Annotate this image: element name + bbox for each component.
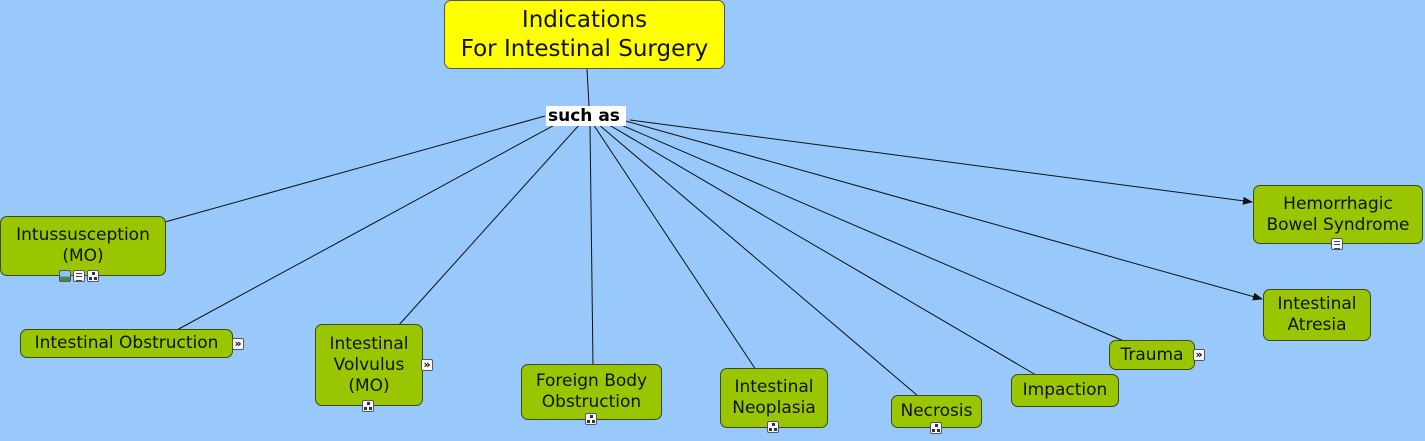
intussusception-resources (59, 270, 99, 282)
concept-intestinal-neoplasia[interactable]: Intestinal Neoplasia (720, 368, 828, 428)
necrosis-resources (930, 422, 942, 434)
expand-icon[interactable]: » (421, 359, 433, 371)
link-to-foreign-body-obstruction (589, 125, 594, 366)
concept-hemorrhagic-bowel-syndrome[interactable]: Hemorrhagic Bowel Syndrome (1253, 185, 1423, 244)
root-concept-label: Indications For Intestinal Surgery (460, 6, 709, 62)
link-to-intestinal-atresia (621, 119, 1263, 301)
concept-label: Intestinal Atresia (1277, 294, 1357, 335)
link-to-hemorrhagic-bowel-syndrome (629, 119, 1253, 205)
concept-map-icon[interactable] (362, 400, 374, 412)
link-to-impaction (603, 121, 1037, 376)
image-icon[interactable] (59, 270, 71, 282)
concept-label: Intestinal Neoplasia (732, 377, 816, 418)
expand-icon[interactable]: » (1193, 349, 1205, 361)
concept-foreign-body-obstruction[interactable]: Foreign Body Obstruction (521, 364, 662, 420)
concept-map-icon[interactable] (930, 422, 942, 434)
concept-impaction[interactable]: Impaction (1011, 374, 1119, 407)
intestinal-neoplasia-resources (767, 421, 779, 433)
concept-label: Trauma (1120, 344, 1184, 365)
document-icon[interactable] (73, 270, 85, 282)
concept-label: Impaction (1022, 380, 1108, 400)
hemorrhagic-resources (1331, 238, 1343, 250)
linking-phrase-such-as[interactable]: such as (546, 106, 626, 126)
link-to-intussusception (164, 115, 546, 223)
concept-label: Necrosis (900, 401, 973, 421)
concept-label: Foreign Body Obstruction (535, 371, 648, 412)
concept-trauma[interactable]: Trauma (1109, 340, 1195, 370)
link-root-to-phrase (586, 68, 590, 107)
concept-map-icon[interactable] (87, 270, 99, 282)
link-to-trauma (611, 120, 1127, 343)
concept-label: Intestinal Volvulus (MO) (329, 333, 409, 396)
concept-intestinal-obstruction[interactable]: Intestinal Obstruction (20, 329, 233, 358)
link-to-necrosis (597, 123, 919, 397)
concept-intestinal-atresia[interactable]: Intestinal Atresia (1263, 289, 1371, 341)
link-to-intestinal-volvulus (397, 123, 581, 327)
document-icon[interactable] (1331, 238, 1343, 250)
intestinal-volvulus-expand: » (421, 359, 433, 371)
concept-label: Intestinal Obstruction (34, 333, 219, 353)
concept-label: Hemorrhagic Bowel Syndrome (1266, 193, 1410, 235)
intestinal-obstruction-resources: » (232, 338, 244, 350)
concept-intussusception[interactable]: Intussusception (MO) (0, 216, 166, 276)
intestinal-volvulus-resources (362, 400, 374, 412)
root-concept-indications[interactable]: Indications For Intestinal Surgery (444, 0, 725, 69)
concept-label: Intussusception (MO) (16, 225, 150, 266)
concept-map-icon[interactable] (585, 413, 597, 425)
link-to-intestinal-obstruction (174, 121, 561, 332)
trauma-resources: » (1193, 349, 1205, 361)
concept-intestinal-volvulus[interactable]: Intestinal Volvulus (MO) (315, 324, 423, 406)
foreign-body-resources (585, 413, 597, 425)
expand-icon[interactable]: » (232, 338, 244, 350)
concept-map-icon[interactable] (767, 421, 779, 433)
link-to-intestinal-neoplasia (592, 123, 757, 371)
